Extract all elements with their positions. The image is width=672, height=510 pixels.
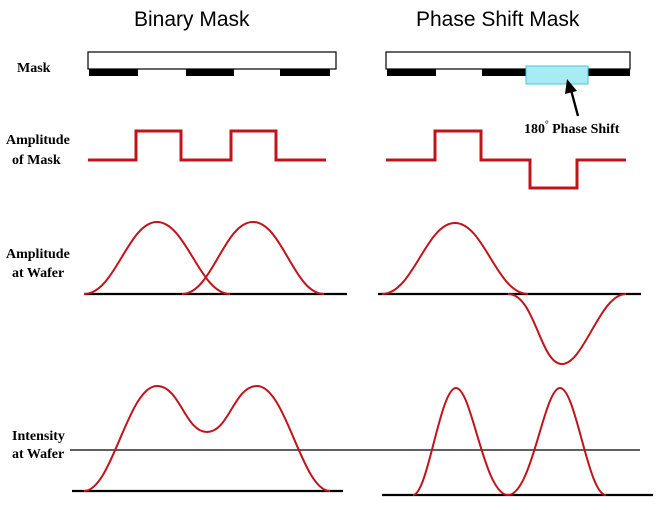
amplitude-of-mask-label-line2: of Mask — [12, 153, 61, 168]
amplitude-at-wafer-label-line1: Amplitude — [6, 247, 70, 262]
phase-shift-mask-chrome-2 — [482, 69, 530, 76]
phase-shifter-layer — [525, 65, 589, 85]
phase-shift-amplitude-negative-peak — [507, 293, 627, 366]
phase-shift-arrow-icon — [565, 79, 580, 117]
binary-amplitude-peak-2 — [181, 220, 325, 295]
mask-row-label: Mask — [17, 61, 51, 76]
binary-mask-title: Binary Mask — [134, 8, 250, 31]
binary-mask-amplitude-waveform — [88, 129, 326, 162]
amplitude-at-wafer-label-line2: at Wafer — [12, 266, 64, 281]
phase-shift-mask-chrome-1 — [387, 69, 436, 76]
phase-shift-annotation: 180° Phase Shift — [524, 119, 620, 137]
intensity-at-wafer-label-line1: Intensity — [12, 429, 65, 444]
binary-mask-chrome-1 — [89, 69, 138, 76]
phase-shift-mask-amplitude-waveform — [386, 129, 626, 190]
binary-intensity-curve — [83, 384, 331, 492]
phase-shift-mask-title: Phase Shift Mask — [416, 8, 580, 31]
phase-shift-intensity-curve — [412, 386, 607, 497]
intensity-at-wafer-label-line2: at Wafer — [12, 447, 64, 462]
binary-mask-chrome-2 — [186, 69, 234, 76]
binary-amplitude-peak-1 — [83, 220, 231, 295]
binary-mask-substrate — [87, 51, 337, 70]
amplitude-of-mask-label-line1: Amplitude — [6, 133, 70, 148]
phase-shift-mask-substrate — [385, 51, 631, 70]
phase-shift-mask-chrome-3 — [580, 69, 630, 76]
phase-shift-amplitude-positive-peak — [381, 221, 529, 295]
binary-mask-chrome-3 — [280, 69, 330, 76]
